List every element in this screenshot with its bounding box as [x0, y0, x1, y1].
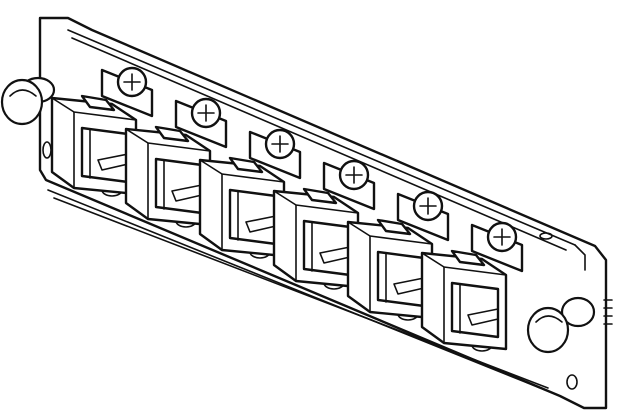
- adapter-4: [272, 159, 376, 290]
- screw-right-ridge: [535, 315, 563, 323]
- adapter-latch: [80, 94, 116, 112]
- adapter-row: [50, 66, 524, 352]
- adapter-2: [124, 97, 228, 228]
- phillips-cross-icon: [271, 135, 289, 153]
- adapter-5: [346, 190, 450, 321]
- panel-bottom-rail: [47, 189, 561, 397]
- adapter-latch: [228, 156, 264, 174]
- captive-screw-right: [526, 296, 613, 354]
- adapter-latch: [302, 187, 338, 205]
- phillips-cross-icon: [345, 166, 363, 184]
- screw-left-ridge: [9, 89, 37, 97]
- adapter-latch: [450, 249, 486, 267]
- phillips-cross-icon: [419, 197, 437, 215]
- adapter-latch: [154, 125, 190, 143]
- panel-hole-right: [566, 374, 578, 390]
- adapter-keyway: [467, 308, 499, 326]
- adapter-6: [420, 221, 524, 352]
- phillips-cross-icon: [493, 228, 511, 246]
- screw-right-thread: [603, 299, 613, 325]
- captive-screw-left: [0, 76, 56, 126]
- screw-left-knob: [0, 78, 44, 126]
- panel-top-rail: [67, 29, 576, 246]
- panel-bottom-rail-inner: [53, 197, 549, 389]
- adapter-latch: [376, 218, 412, 236]
- adapter-1: [50, 66, 154, 197]
- panel-top-rail-inner: [71, 37, 567, 251]
- adapter-port: [450, 281, 500, 339]
- phillips-cross-icon: [197, 104, 215, 122]
- panel-right-notch: [574, 244, 586, 271]
- screw-right-collar: [560, 296, 596, 328]
- screw-right-knob: [526, 306, 570, 354]
- panel-slot-top-right: [539, 232, 553, 240]
- adapter-3: [198, 128, 302, 259]
- phillips-cross-icon: [123, 73, 141, 91]
